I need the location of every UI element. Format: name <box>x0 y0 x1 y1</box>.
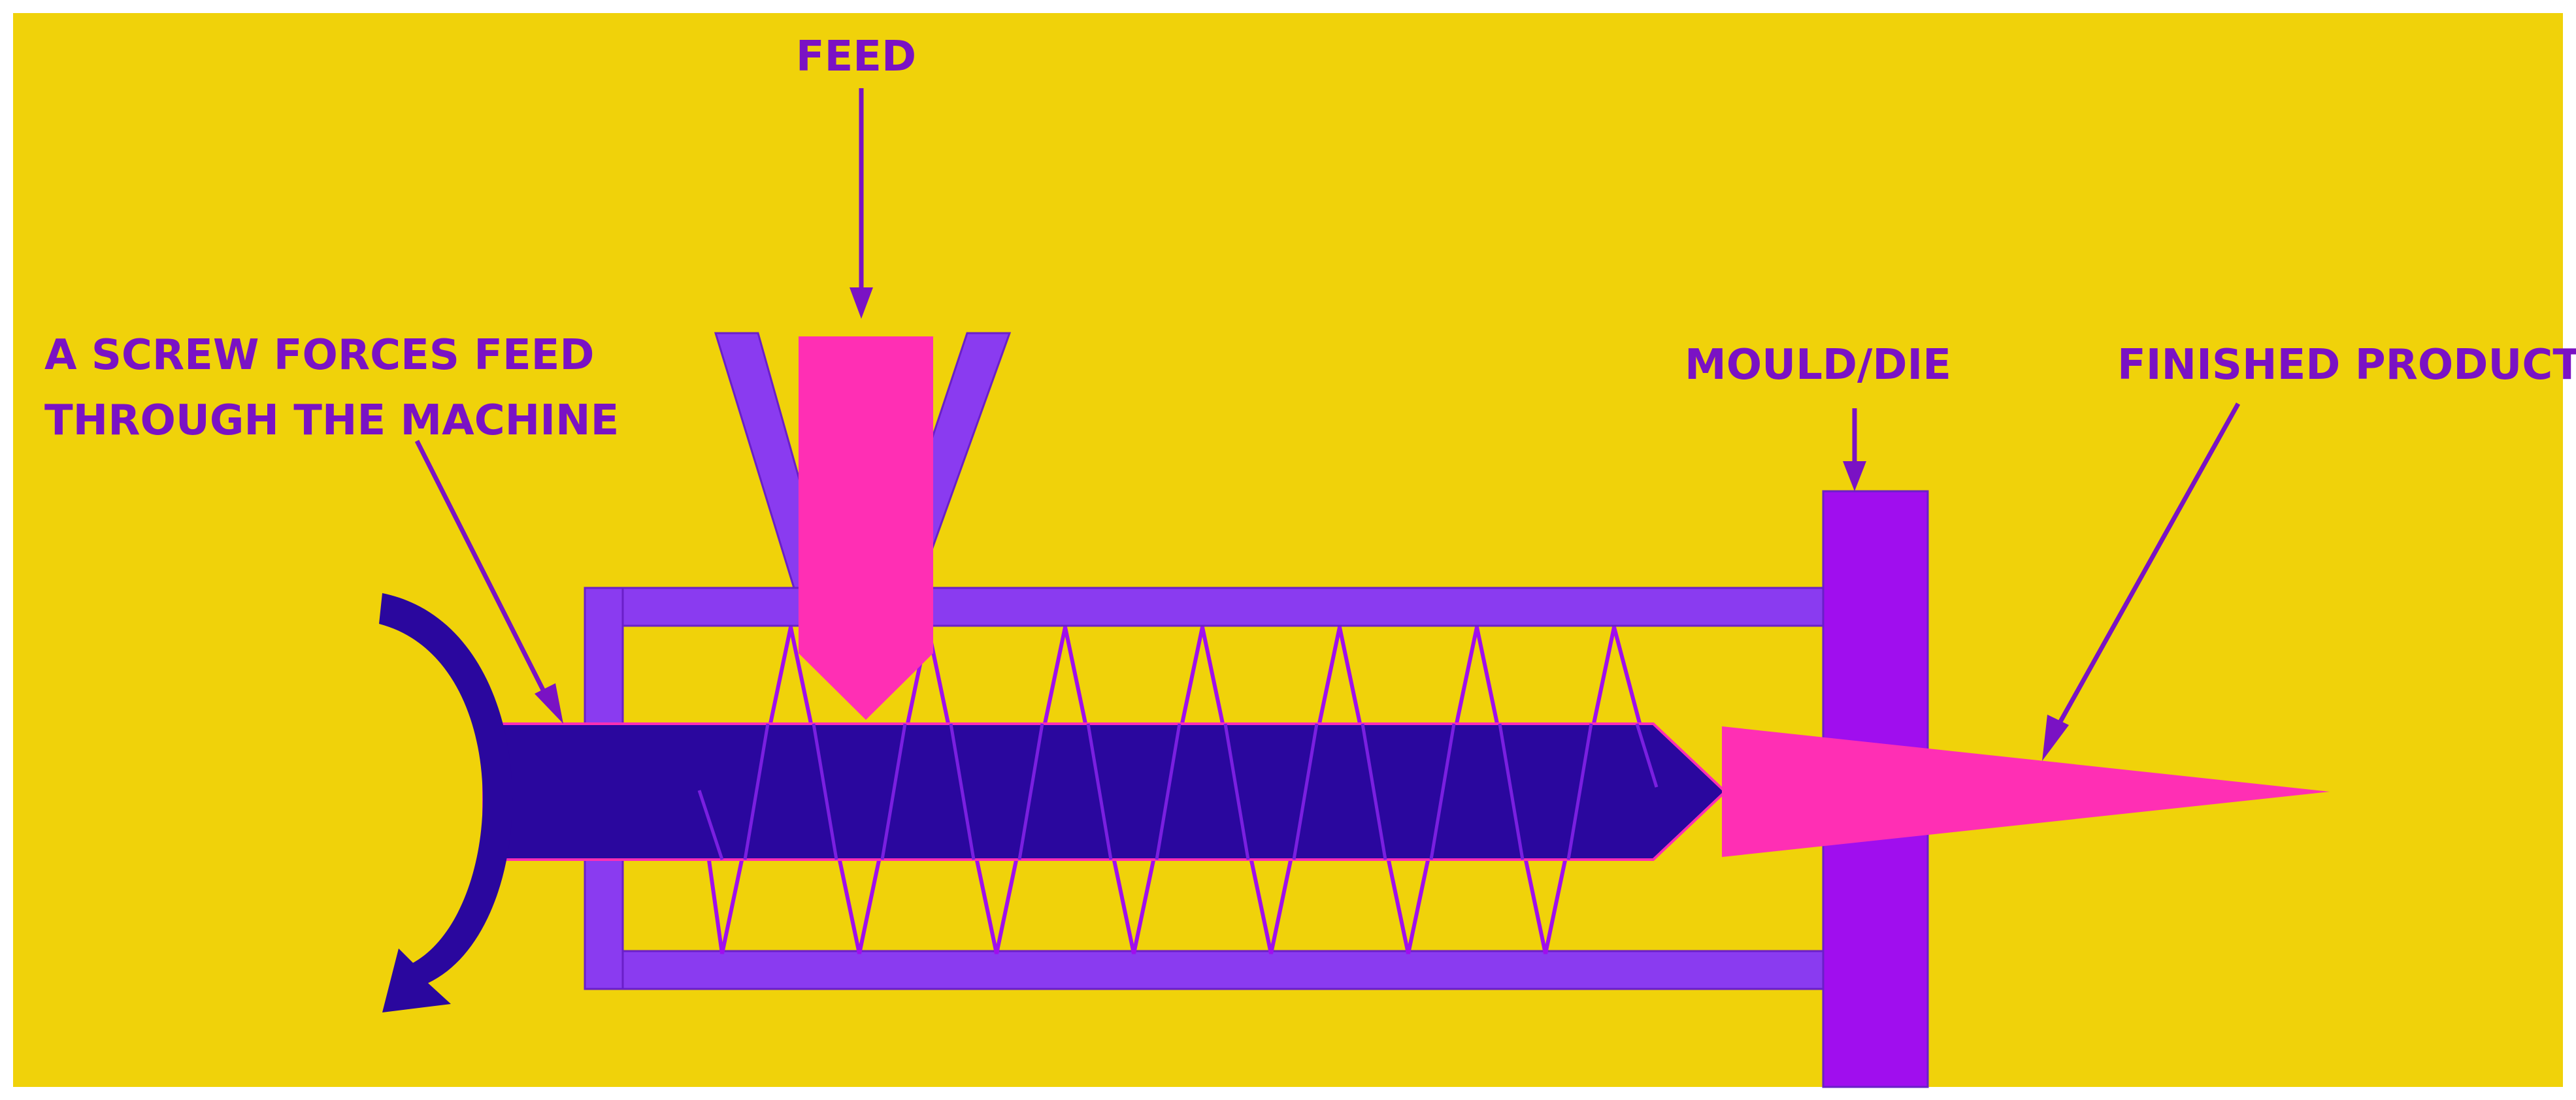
finished-product <box>1722 726 2330 857</box>
screw-arrowhead <box>535 683 563 724</box>
label-screw-line2: THROUGH THE MACHINE <box>44 396 619 445</box>
feed-material <box>799 336 933 720</box>
labels: FEED A SCREW FORCES FEED THROUGH THE MAC… <box>44 33 2576 445</box>
label-mould-die: MOULD/DIE <box>1685 341 1951 389</box>
screw-flight-over-shaft <box>697 723 1659 860</box>
label-finished-product: FINISHED PRODUCT <box>2117 341 2576 389</box>
rotation-arrow-icon <box>379 593 513 1012</box>
product-arrow <box>2056 402 2241 726</box>
feed-arrowhead <box>850 287 873 319</box>
label-screw-line1: A SCREW FORCES FEED <box>44 331 595 380</box>
callout-arrows <box>414 88 2241 761</box>
screw-shaft <box>482 722 1727 861</box>
background <box>13 13 2563 1087</box>
screw-arrow <box>414 440 550 700</box>
label-feed: FEED <box>796 33 916 81</box>
mould-arrowhead <box>1843 461 1866 491</box>
product-arrowhead <box>2042 715 2069 761</box>
